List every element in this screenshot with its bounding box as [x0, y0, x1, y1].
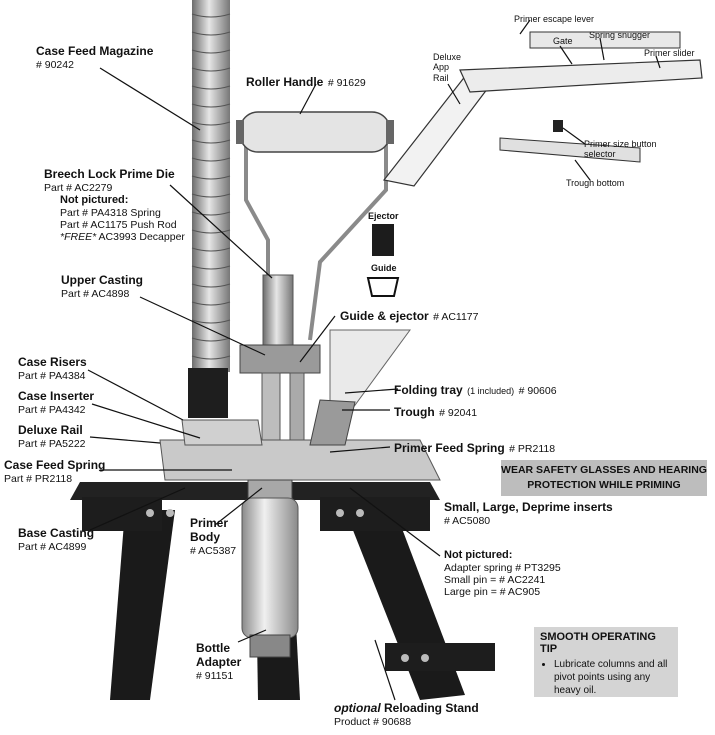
press-body	[159, 274, 441, 481]
case-inserter-part: Part # PA4342	[18, 403, 86, 416]
primer-body-title-1: Primer	[190, 516, 229, 530]
base-casting-part: Part # AC4899	[18, 540, 87, 553]
label-deluxe-rail: Deluxe Rail Part # PA5222	[18, 423, 86, 450]
deluxe-app-rail-l1: Deluxe	[433, 52, 462, 62]
deluxe-app-rail-l3: Rail	[433, 72, 449, 83]
folding-tray-title: Folding tray	[394, 383, 463, 397]
label-case-feed-magazine: Case Feed Magazine # 90242	[36, 44, 154, 71]
reloading-stand-optional: optional	[334, 701, 381, 715]
large-pin: Large pin = # AC905	[444, 585, 541, 598]
label-deluxe-app-rail: Deluxe App Rail	[433, 52, 461, 83]
roller-handle-title: Roller Handle	[246, 75, 324, 89]
tip-list: Lubricate columns and all pivot points u…	[540, 658, 672, 697]
primer-size-button-l1: Primer size button	[584, 139, 657, 149]
breech-lock-push-rod: Part # AC1175 Push Rod	[60, 218, 177, 231]
label-gate: Gate	[553, 36, 573, 46]
label-folding-tray: Folding tray (1 included) # 90606	[394, 381, 557, 399]
guide-ejector-part: # AC1177	[433, 311, 479, 323]
label-breech-lock: Breech Lock Prime Die Part # AC2279 Not …	[44, 167, 185, 243]
guide-ejector-title: Guide & ejector	[340, 309, 429, 323]
small-pin: Small pin = # AC2241	[444, 573, 546, 586]
deluxe-rail-title: Deluxe Rail	[18, 423, 83, 437]
label-case-inserter: Case Inserter Part # PA4342	[18, 389, 95, 416]
tip-title: SMOOTH OPERATING TIP	[540, 631, 656, 655]
label-primer-escape-lever: Primer escape lever	[514, 14, 595, 24]
upper-casting-part: Part # AC4898	[61, 287, 130, 300]
deluxe-app-rail	[382, 31, 703, 187]
label-primer-slider: Primer slider	[644, 48, 695, 58]
deluxe-rail-part: Part # PA5222	[18, 437, 86, 450]
label-trough-bottom: Trough bottom	[566, 178, 625, 188]
label-guide-ejector: Guide & ejector # AC1177	[340, 307, 478, 325]
case-feed-spring-part: Part # PR2118	[4, 472, 73, 485]
bottle-adapter-part: # 91151	[196, 669, 234, 682]
deluxe-app-rail-l2: App	[433, 62, 450, 73]
case-risers-part: Part # PA4384	[18, 369, 86, 382]
reloading-stand-title: Reloading Stand	[380, 701, 479, 715]
inserts-title: Small, Large, Deprime inserts	[444, 500, 613, 514]
safety-line-2: PROTECTION WHILE PRIMING	[527, 479, 681, 491]
label-primer-feed-spring: Primer Feed Spring # PR2118	[394, 439, 555, 457]
case-feed-spring-title: Case Feed Spring	[4, 458, 106, 472]
adapter-spring: Adapter spring # PT3295	[444, 561, 561, 574]
trough-title: Trough	[394, 405, 435, 419]
label-case-risers: Case Risers Part # PA4384	[18, 355, 87, 382]
case-feed-magazine-part: # 90242	[36, 58, 74, 71]
case-risers-title: Case Risers	[18, 355, 87, 369]
safety-line-1: WEAR SAFETY GLASSES AND HEARING	[501, 464, 707, 476]
label-trough: Trough # 92041	[394, 403, 477, 421]
label-guide: Guide	[371, 263, 397, 273]
label-ejector: Ejector	[368, 211, 399, 221]
breech-lock-free: *FREE*	[60, 230, 97, 243]
upper-casting-title: Upper Casting	[61, 273, 144, 287]
trough-and-tray	[309, 329, 411, 446]
trough-part: # 92041	[439, 407, 478, 419]
label-primer-body: Primer Body # AC5387	[190, 516, 237, 557]
case-feed-magazine	[188, 0, 231, 418]
reloading-stand-part: Product # 90688	[334, 715, 412, 728]
primer-body-part: # AC5387	[190, 544, 237, 557]
breech-lock-spring: Part # PA4318 Spring	[60, 206, 161, 219]
breech-lock-title: Breech Lock Prime Die	[44, 167, 175, 181]
breech-lock-not-pictured: Not pictured:	[60, 193, 129, 206]
label-bottle-adapter: Bottle Adapter # 91151	[196, 641, 242, 682]
inserts-part: # AC5080	[444, 514, 491, 527]
smooth-operating-tip: SMOOTH OPERATING TIP Lubricate columns a…	[534, 627, 678, 697]
safety-notice: WEAR SAFETY GLASSES AND HEARING PROTECTI…	[501, 460, 707, 496]
label-inserts: Small, Large, Deprime inserts # AC5080	[444, 500, 613, 527]
case-feed-magazine-title: Case Feed Magazine	[36, 44, 154, 58]
label-roller-handle: Roller Handle # 91629	[246, 73, 366, 91]
primer-size-button-l2: selector	[584, 149, 616, 160]
primer-body-title-2: Body	[190, 529, 220, 544]
primer-bottle	[241, 479, 299, 658]
primer-feed-spring-part: # PR2118	[509, 443, 556, 455]
breech-lock-part: Part # AC2279	[44, 181, 113, 194]
bottle-adapter-title-1: Bottle	[196, 641, 230, 655]
ejector-guide	[366, 224, 400, 297]
label-case-feed-spring: Case Feed Spring Part # PR2118	[4, 458, 106, 485]
label-reloading-stand: optional Reloading Stand Product # 90688	[334, 701, 479, 728]
bottle-adapter-title-2: Adapter	[196, 654, 242, 669]
base-casting-title: Base Casting	[18, 526, 95, 540]
folding-tray-part: # 90606	[518, 385, 557, 397]
case-inserter-title: Case Inserter	[18, 389, 95, 403]
tip-item: Lubricate columns and all pivot points u…	[554, 658, 672, 697]
folding-tray-note: (1 included)	[467, 386, 515, 396]
label-base-casting: Base Casting Part # AC4899	[18, 526, 95, 553]
breech-lock-decapper: AC3993 Decapper	[96, 230, 185, 243]
leader-lines	[87, 19, 661, 701]
roller-handle	[236, 111, 394, 341]
not-pictured-title: Not pictured:	[444, 549, 513, 561]
label-primer-size-button: Primer size button selector	[584, 139, 657, 160]
roller-handle-part: # 91629	[327, 77, 366, 89]
label-upper-casting: Upper Casting Part # AC4898	[61, 273, 144, 300]
label-not-pictured: Not pictured: Adapter spring # PT3295 Sm…	[444, 549, 561, 598]
primer-feed-spring-title: Primer Feed Spring	[394, 441, 505, 455]
label-spring-snugger: Spring snugger	[589, 30, 651, 40]
